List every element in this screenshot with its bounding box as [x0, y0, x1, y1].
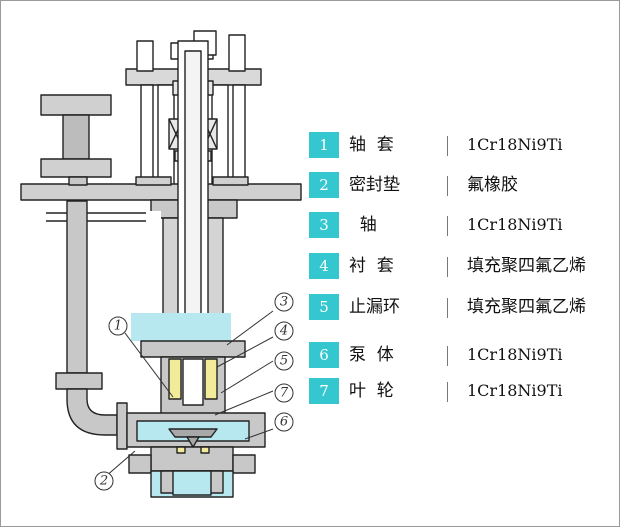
- legend-divider: [447, 136, 448, 156]
- callout-5: 5: [280, 354, 288, 369]
- legend-part-name: 密封垫: [349, 175, 400, 195]
- legend-number: 2: [309, 172, 339, 198]
- legend-material: 1Cr18Ni9Ti: [467, 215, 563, 234]
- legend-number: 1: [309, 132, 339, 158]
- legend-divider: [447, 346, 448, 366]
- legend-row: 2 密封垫 氟橡胶: [309, 171, 609, 199]
- legend-part-name: 轴: [349, 215, 377, 235]
- legend-number: 5: [309, 294, 339, 320]
- legend-part-name: 叶 轮: [349, 381, 394, 401]
- legend-material: 1Cr18Ni9Ti: [467, 381, 563, 400]
- legend-row: 6 泵 体 1Cr18Ni9Ti: [309, 341, 609, 369]
- callout-1: 1: [114, 319, 122, 334]
- legend-material: 1Cr18Ni9Ti: [467, 345, 563, 364]
- legend-row: 3 轴 1Cr18Ni9Ti: [309, 211, 609, 239]
- legend-material: 氟橡胶: [467, 175, 518, 195]
- legend-number: 3: [309, 212, 339, 238]
- legend-divider: [447, 216, 448, 236]
- liquid-level: [131, 313, 231, 341]
- callout-markers: [94, 292, 294, 491]
- legend-row: 4 衬 套 填充聚四氟乙烯: [309, 252, 609, 280]
- legend-part-name: 轴 套: [349, 135, 394, 155]
- pump-casing: [126, 412, 266, 498]
- legend-part-name: 泵 体: [349, 345, 394, 365]
- callout-2: 2: [99, 474, 108, 489]
- legend-material: 1Cr18Ni9Ti: [467, 135, 563, 154]
- legend-material: 填充聚四氟乙烯: [467, 256, 586, 276]
- legend-divider: [447, 298, 448, 318]
- impeller: [168, 428, 218, 454]
- callout-6: 6: [280, 415, 288, 430]
- legend-number: 7: [309, 378, 339, 404]
- callout-7: 7: [280, 386, 289, 401]
- legend-row: 5 止漏环 填充聚四氟乙烯: [309, 293, 609, 321]
- legend-divider: [447, 257, 448, 277]
- callout-3: 3: [280, 295, 288, 310]
- legend-row: 1 轴 套 1Cr18Ni9Ti: [309, 131, 609, 159]
- bearing-housing: [140, 340, 246, 418]
- mounting-plate: [20, 176, 302, 223]
- legend-part-name: 衬 套: [349, 256, 394, 276]
- legend-row: 7 叶 轮 1Cr18Ni9Ti: [309, 377, 609, 405]
- legend-number: 6: [309, 342, 339, 368]
- legend-part-name: 止漏环: [349, 297, 400, 317]
- legend-number: 4: [309, 253, 339, 279]
- callout-4: 4: [279, 324, 288, 339]
- outlet-pipe: [40, 94, 128, 450]
- legend-divider: [447, 176, 448, 196]
- legend-divider: [447, 382, 448, 402]
- legend-material: 填充聚四氟乙烯: [467, 297, 586, 317]
- callout-leaders: [104, 310, 274, 478]
